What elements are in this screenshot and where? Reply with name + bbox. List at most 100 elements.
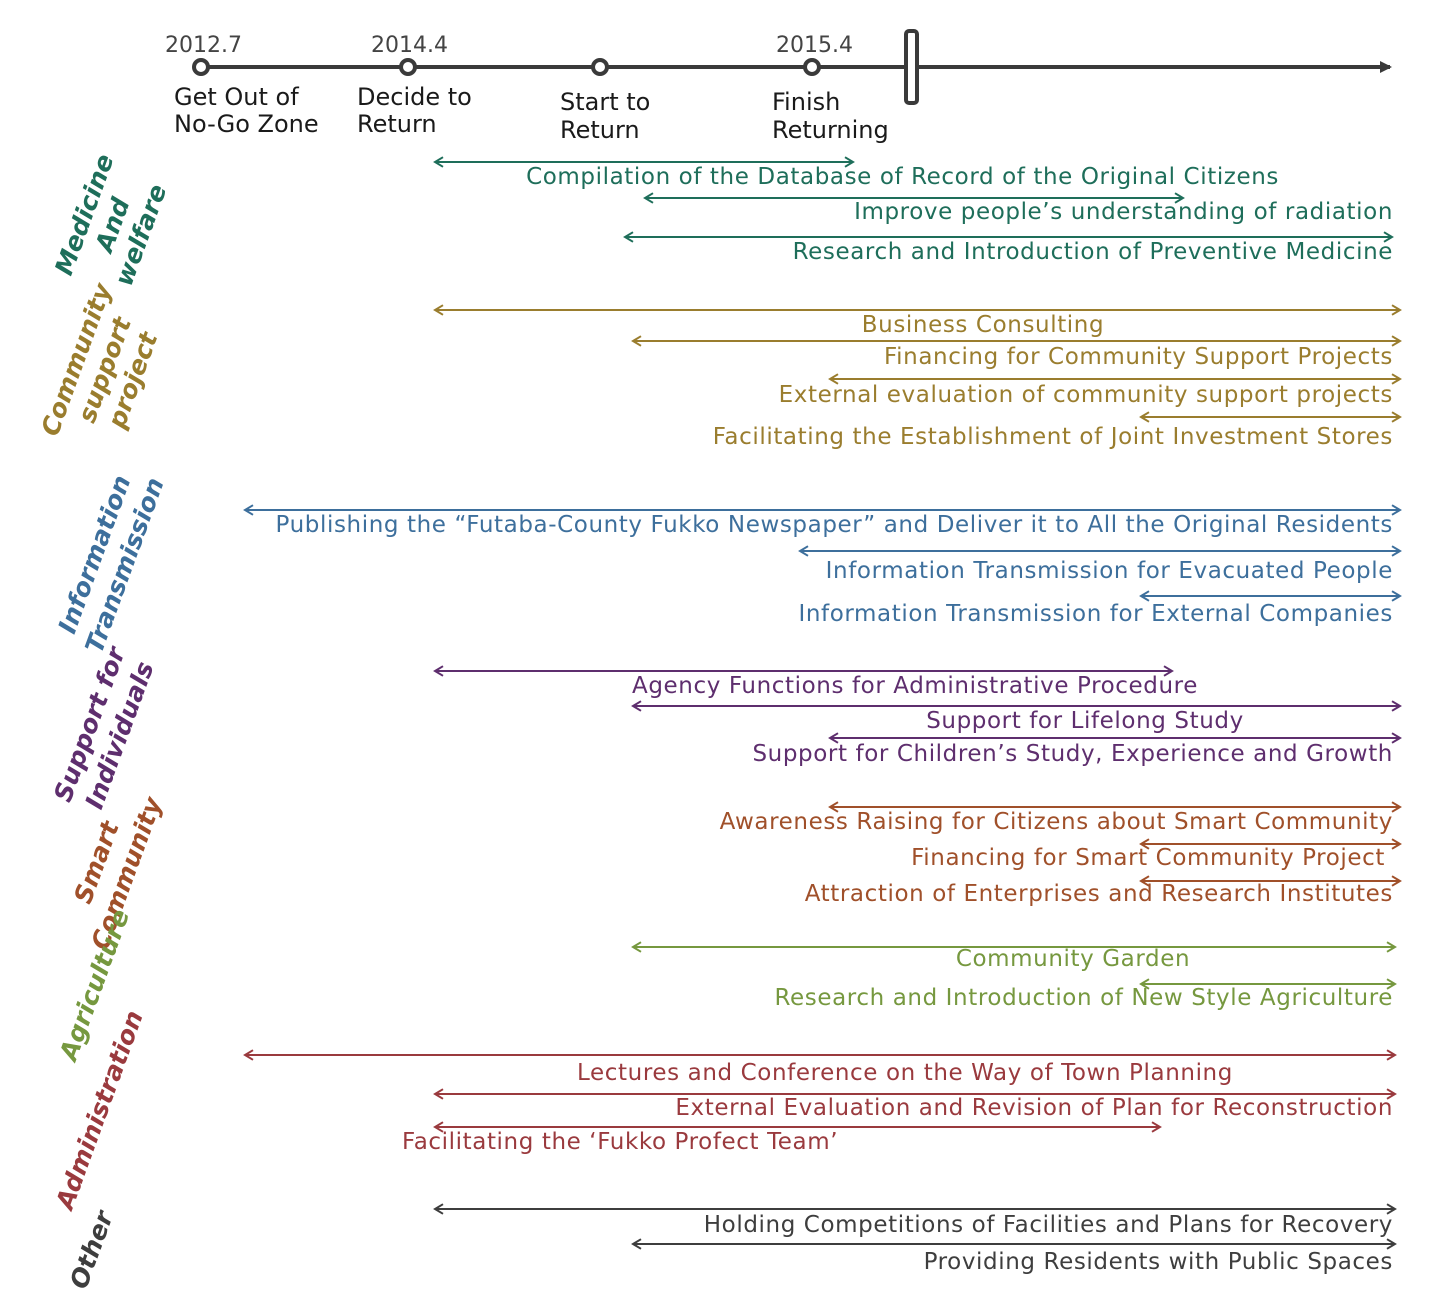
category-label: Other [64, 1206, 119, 1293]
activity-label: Support for Lifelong Study [926, 708, 1244, 734]
arrowhead [1139, 978, 1150, 990]
activity-label: Lectures and Conference on the Way of To… [577, 1060, 1233, 1086]
activity-label: Awareness Raising for Citizens about Sma… [720, 809, 1393, 835]
arrowhead [1139, 838, 1150, 850]
duration-arrow [798, 545, 1402, 557]
activity-label: External Evaluation and Revision of Plan… [675, 1095, 1393, 1121]
category-label: Support forIndividuals [48, 642, 161, 817]
duration-arrow [1139, 978, 1397, 990]
arrowhead [243, 504, 254, 516]
milestone-label: Start to [560, 88, 650, 116]
duration-arrow [433, 665, 1174, 677]
duration-arrow [1139, 590, 1402, 602]
activity-label: Improve people’s understanding of radiat… [854, 199, 1393, 225]
arrowhead [1386, 1088, 1397, 1100]
arrowhead [1391, 411, 1402, 423]
activity-label: Community Garden [956, 946, 1190, 972]
activity-item: Support for Children’s Study, Experience… [752, 732, 1402, 767]
activity-item: Attraction of Enterprises and Research I… [805, 875, 1402, 907]
timeline-break-marker [904, 29, 919, 105]
activity-item: Financing for Smart Community Project [911, 838, 1402, 871]
arrowhead [1391, 373, 1402, 385]
duration-arrow [433, 1088, 1397, 1100]
category-other: Other Holding Competitions of Facilities … [64, 1203, 1397, 1293]
activity-item: Community Garden [631, 941, 1397, 972]
arrowhead [1174, 192, 1185, 204]
arrowhead [433, 1203, 444, 1215]
arrowhead [433, 1121, 444, 1133]
activity-item: Information Transmission for External Co… [798, 590, 1402, 627]
activity-item: Publishing the “Futaba-County Fukko News… [243, 504, 1402, 538]
arrowhead [631, 1238, 642, 1250]
category-individuals: Support forIndividuals Agency Functions f… [48, 642, 1402, 817]
milestone-label: Decide to [357, 83, 472, 111]
arrowhead [243, 1049, 254, 1061]
arrowhead [631, 700, 642, 712]
duration-arrow [828, 801, 1402, 813]
duration-arrow [433, 156, 855, 168]
activity-label: Financing for Smart Community Project [911, 845, 1385, 871]
activity-item: Research and Introduction of Preventive … [623, 231, 1394, 265]
activity-item: Facilitating the Establishment of Joint … [713, 411, 1402, 450]
activity-item: Awareness Raising for Citizens about Sma… [720, 801, 1402, 835]
activity-item: Facilitating the ‘Fukko Profect Team’ [402, 1121, 1162, 1155]
arrowhead [1383, 231, 1394, 243]
arrowhead [1386, 1238, 1397, 1250]
activity-item: Improve people’s understanding of radiat… [643, 192, 1393, 225]
arrowhead [1391, 700, 1402, 712]
milestone-dot [803, 58, 821, 76]
activity-item: Financing for Community Support Projects [631, 335, 1402, 370]
activity-item: Support for Lifelong Study [631, 700, 1402, 734]
arrowhead [433, 156, 444, 168]
duration-arrow [243, 1049, 1397, 1061]
arrowhead [433, 1088, 444, 1100]
arrowhead [1151, 1121, 1162, 1133]
category-label-line: Other [64, 1206, 119, 1293]
activity-label: External evaluation of community support… [779, 382, 1393, 408]
activity-item: External Evaluation and Revision of Plan… [433, 1088, 1397, 1121]
activity-label: Agency Functions for Administrative Proc… [632, 673, 1198, 699]
activity-label: Compilation of the Database of Record of… [526, 164, 1279, 190]
arrowhead [1139, 411, 1150, 423]
milestone-dot [399, 58, 417, 76]
arrowhead [844, 156, 855, 168]
arrowhead [631, 941, 642, 953]
timeline: 2012.7 2014.4 2015.4 Get Out of No-Go Zo… [165, 29, 1392, 144]
activity-label: Publishing the “Futaba-County Fukko News… [276, 512, 1393, 538]
milestone-dot [591, 58, 609, 76]
milestone-label: Finish [772, 88, 840, 116]
duration-arrow [1139, 838, 1402, 850]
duration-arrow [433, 1121, 1162, 1133]
activity-label: Information Transmission for External Co… [798, 601, 1393, 627]
activity-label: Support for Children’s Study, Experience… [752, 741, 1393, 767]
milestone-label: Returning [772, 116, 889, 144]
arrowhead [1391, 545, 1402, 557]
activity-label: Research and Introduction of Preventive … [793, 239, 1393, 265]
category-label: InformationTransmission [49, 463, 169, 657]
activity-item: Research and Introduction of New Style A… [774, 978, 1397, 1011]
arrowhead [1391, 801, 1402, 813]
activity-label: Holding Competitions of Facilities and P… [704, 1212, 1393, 1238]
milestone-label: No-Go Zone [174, 110, 319, 138]
arrowhead [631, 335, 642, 347]
activity-label: Facilitating the ‘Fukko Profect Team’ [402, 1129, 838, 1155]
activity-label: Research and Introduction of New Style A… [774, 985, 1393, 1011]
duration-arrow [631, 335, 1402, 347]
arrowhead [828, 373, 839, 385]
activity-item: Holding Competitions of Facilities and P… [433, 1203, 1397, 1238]
arrowhead [643, 192, 654, 204]
arrowhead [828, 732, 839, 744]
arrowhead [623, 231, 634, 243]
arrowhead [1386, 1203, 1397, 1215]
duration-arrow [433, 1203, 1397, 1215]
duration-arrow [643, 192, 1185, 204]
duration-arrow [1139, 411, 1402, 423]
activity-item: Providing Residents with Public Spaces [631, 1238, 1397, 1275]
activity-label: Providing Residents with Public Spaces [924, 1249, 1393, 1275]
arrowhead [1163, 665, 1174, 677]
duration-arrow [631, 1238, 1397, 1250]
activity-label: Business Consulting [862, 312, 1104, 338]
arrowhead [1386, 978, 1397, 990]
activity-item: Business Consulting [433, 304, 1402, 338]
